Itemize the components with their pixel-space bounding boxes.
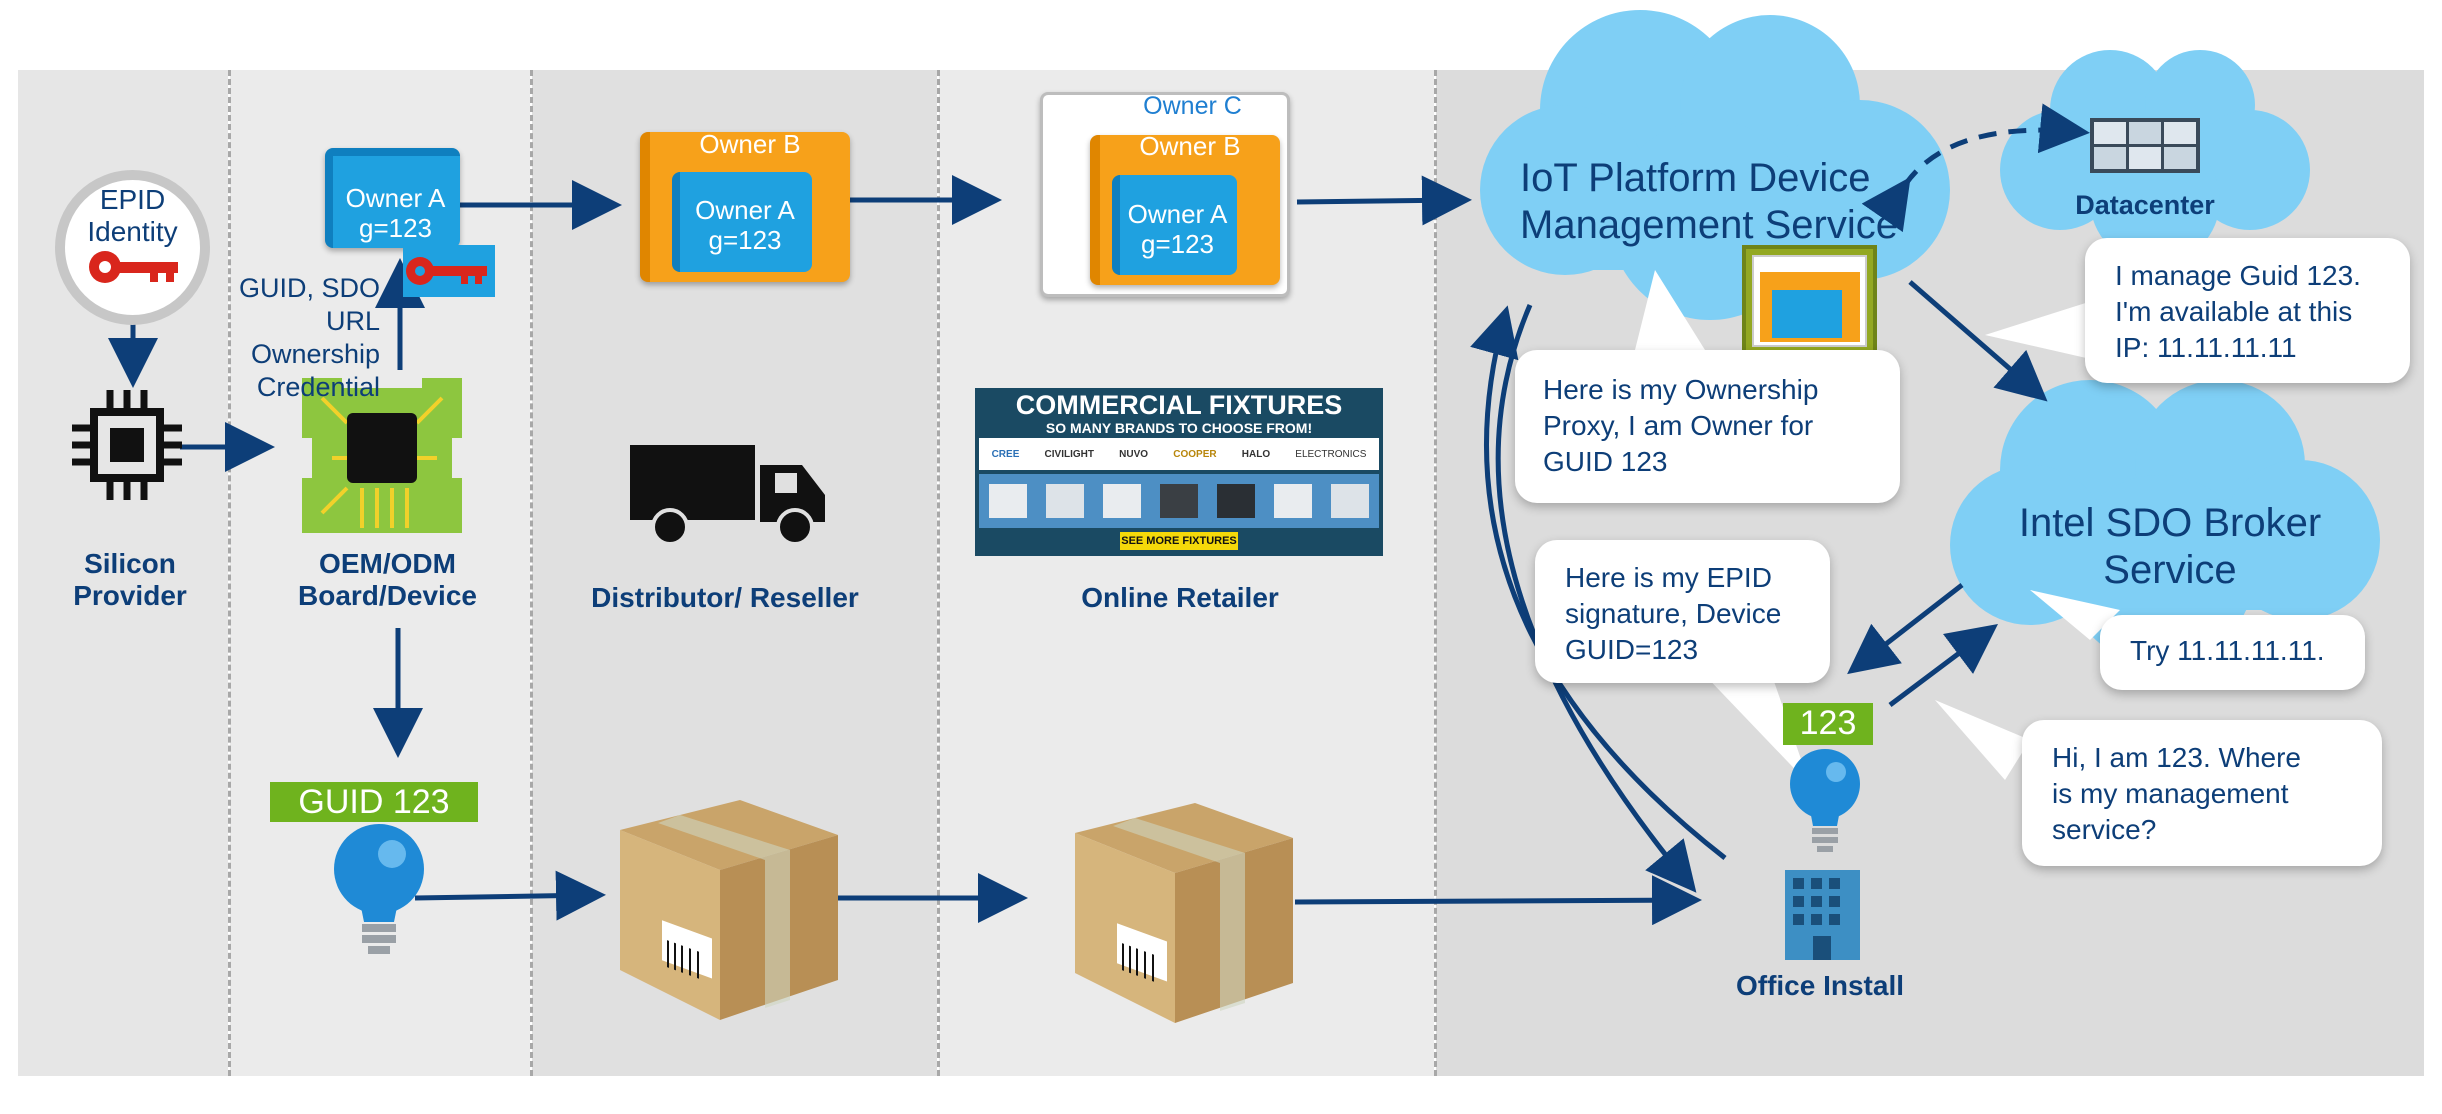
ownership-proxy-blue [1772, 290, 1842, 338]
product-thumb [988, 484, 1027, 518]
epid-identity-badge [55, 170, 210, 325]
device-guid-tag: 123 [1783, 703, 1873, 745]
chip-icon [72, 390, 182, 500]
arrow-device-to-broker [1888, 624, 1998, 707]
stage-oem-label: OEM/ODM Board/Device [298, 548, 477, 611]
owner-c-inner-owner-a: Owner A [1127, 199, 1228, 229]
owner-c-inner-guid: g=123 [1140, 229, 1215, 259]
broker-cloud-label: Intel SDO Broker Service [2018, 501, 2322, 592]
arrow-install-to-iot [1470, 305, 1727, 860]
lightbulb-icon [334, 824, 424, 954]
banner-brand: HALO [1241, 448, 1271, 460]
owner-b-inner-owner: Owner A [695, 195, 795, 225]
epid-identity-label: EPID Identity [87, 184, 178, 247]
owner-a-scroll [325, 148, 460, 248]
try-ip-bubble: Try 11.11.11.11. [2100, 615, 2365, 690]
manage-guid-bubble: I manage Guid 123. I'm available at this… [2085, 238, 2410, 383]
arrow-box2-to-install [1294, 875, 1702, 926]
office-building-icon [1785, 870, 1860, 960]
product-thumb [1331, 484, 1370, 518]
divider-4 [1434, 70, 1437, 1076]
divider-1 [228, 70, 231, 1076]
arrow-iot-to-install [1495, 304, 1697, 893]
circuit-board-icon [302, 378, 462, 533]
banner-subtitle: SO MANY BRANDS TO CHOOSE FROM! [1045, 420, 1313, 436]
credential-key-icon [406, 257, 487, 285]
divider-3 [937, 70, 940, 1076]
package-box-icon [1075, 803, 1293, 1023]
owner-c-inner-owner-b: Owner B [1139, 131, 1241, 161]
ownership-proxy-bubble: Here is my Ownership Proxy, I am Owner f… [1515, 350, 1900, 503]
arrow-iot-to-broker [1908, 280, 2048, 402]
stage-retailer-label: Online Retailer [1081, 582, 1279, 613]
product-thumb [1159, 484, 1198, 518]
banner-brand-strip: CREE CIVILIGHT NUVO COOPER HALO ELECTRON… [979, 438, 1379, 470]
stage-distributor-label: Distributor/ Reseller [591, 582, 859, 613]
hi-123-bubble: Hi, I am 123. Where is my management ser… [2022, 720, 2382, 866]
owner-c-inner-blue [1112, 175, 1237, 275]
arrow-broker-to-device [1847, 583, 1964, 675]
product-thumb [1102, 484, 1141, 518]
datacenter-label: Datacenter [2075, 190, 2215, 220]
key-icon [89, 251, 178, 283]
arrow-bulb-to-box1 [414, 870, 606, 921]
package-box-icon [620, 800, 838, 1020]
owner-a-scroll-guid: g=123 [358, 213, 433, 243]
owner-b-scroll-title: Owner B [699, 129, 801, 159]
broker-cloud [1950, 380, 2380, 665]
product-thumb [1217, 484, 1256, 518]
credential-label: GUID, SDO URL Ownership Credential [238, 273, 380, 402]
product-thumb [1045, 484, 1084, 518]
bubble-tail-try [2030, 590, 2120, 640]
bubble-tail-hi [1935, 700, 2030, 780]
stage-install-label: Office Install [1735, 970, 1905, 1001]
device-lightbulb-icon [1790, 749, 1860, 852]
banner-title: COMMERCIAL FIXTURES [1015, 390, 1343, 420]
banner-brand: ELECTRONICS [1295, 448, 1367, 460]
banner-brand: CIVILIGHT [1044, 448, 1094, 460]
guid-tag: GUID 123 [270, 782, 478, 822]
banner-brand: NUVO [1119, 448, 1149, 460]
owner-a-scroll-owner: Owner A [345, 183, 446, 213]
owner-b-inner-guid: g=123 [708, 225, 782, 255]
arrow-owner-c-to-iot [1296, 175, 1472, 226]
banner-brand: COOPER [1173, 448, 1217, 460]
banner-brand: CREE [991, 448, 1020, 460]
owner-b-inner-scroll [672, 172, 812, 272]
owner-c-scroll-title: Owner C [1143, 92, 1242, 120]
bubble-tail-ownership [1635, 270, 1705, 350]
product-thumb [1274, 484, 1313, 518]
banner-cta: SEE MORE FIXTURES [1120, 532, 1238, 550]
datacenter-monitors-icon [2090, 118, 2200, 173]
banner-products-strip [979, 474, 1379, 528]
bubble-tail-epid [1700, 670, 1810, 785]
bubble-tail-manage [1985, 300, 2095, 360]
truck-icon [630, 445, 825, 545]
divider-2 [530, 70, 533, 1076]
epid-signature-bubble: Here is my EPID signature, Device GUID=1… [1535, 540, 1830, 683]
arrow-iot-datacenter-dashed [1861, 103, 2090, 233]
commercial-fixtures-banner: COMMERCIAL FIXTURES SO MANY BRANDS TO CH… [975, 388, 1383, 556]
stage-silicon-label: Silicon Provider [73, 548, 187, 611]
